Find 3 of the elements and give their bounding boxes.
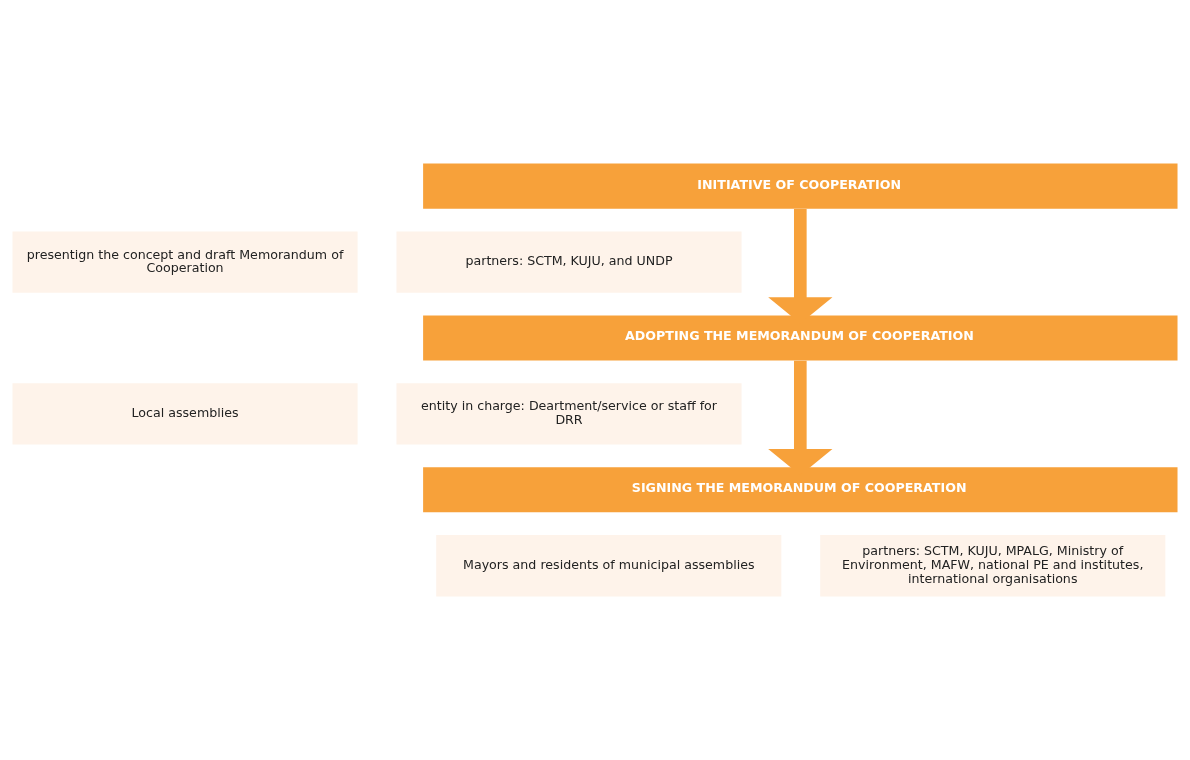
node-box: ADOPTING THE MEMORANDUM OF COOPERATION xyxy=(423,315,1178,361)
node-box: SIGNING THE MEMORANDUM OF COOPERATION xyxy=(423,467,1178,513)
node-box: INITIATIVE OF COOPERATION xyxy=(423,163,1178,209)
